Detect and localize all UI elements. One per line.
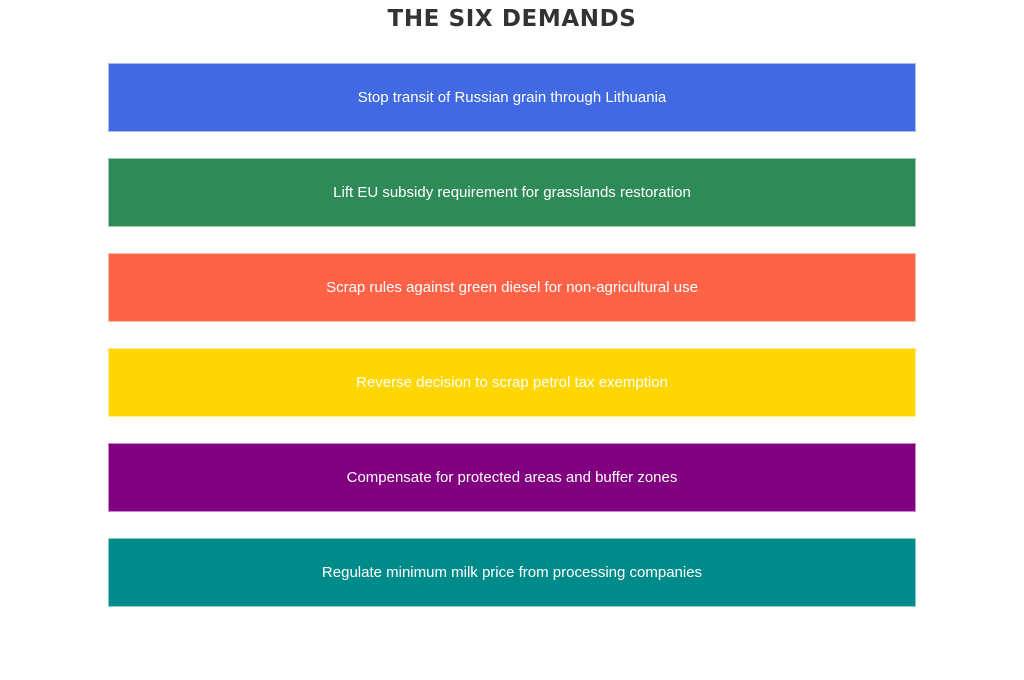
bar-row[interactable]: Stop transit of Russian grain through Li…: [108, 63, 916, 132]
bars-container: Stop transit of Russian grain through Li…: [108, 63, 916, 611]
bar-row[interactable]: Lift EU subsidy requirement for grasslan…: [108, 158, 916, 227]
bar-label: Stop transit of Russian grain through Li…: [357, 88, 667, 106]
bar-row[interactable]: Compensate for protected areas and buffe…: [108, 443, 916, 512]
page-title: THE SIX DEMANDS: [387, 6, 637, 32]
bar-row[interactable]: Scrap rules against green diesel for non…: [108, 253, 916, 322]
bar-label: Scrap rules against green diesel for non…: [326, 278, 698, 296]
bar-label: Reverse decision to scrap petrol tax exe…: [356, 373, 668, 391]
bar-row[interactable]: Reverse decision to scrap petrol tax exe…: [108, 348, 916, 417]
bar-label: Lift EU subsidy requirement for grasslan…: [333, 183, 691, 201]
bar-row[interactable]: Regulate minimum milk price from process…: [108, 538, 916, 607]
bar-label: Regulate minimum milk price from process…: [321, 563, 703, 581]
bar-label: Compensate for protected areas and buffe…: [346, 468, 678, 486]
